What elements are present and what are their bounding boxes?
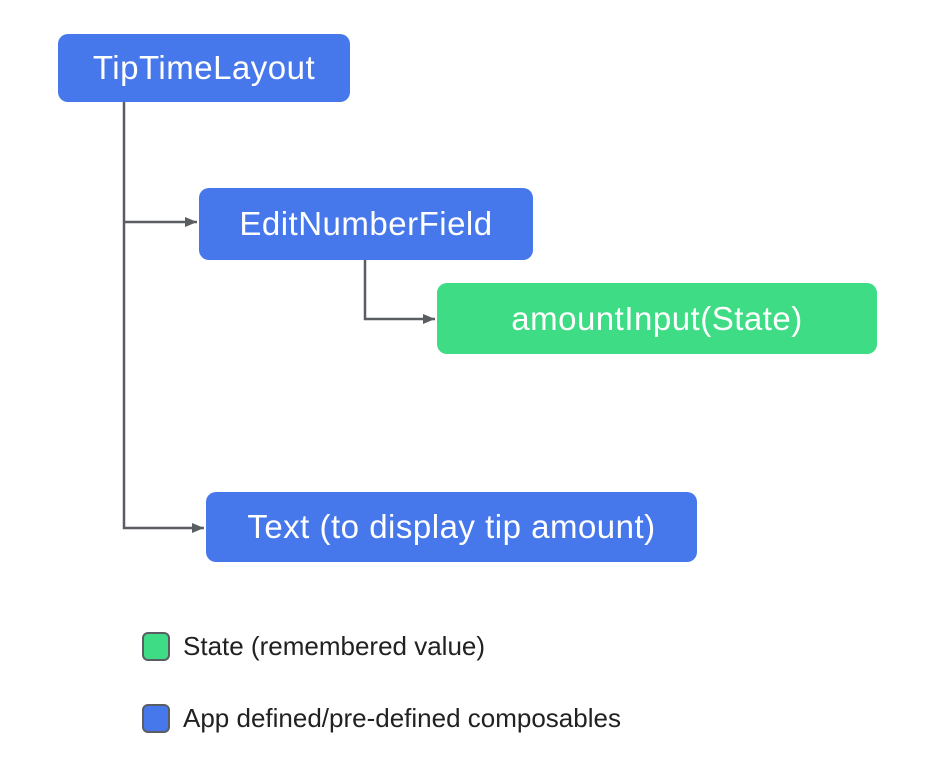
legend-item-state-label: State (remembered value) bbox=[183, 631, 486, 661]
connector-tiptimelayout-to-text bbox=[122, 102, 204, 533]
node-tiptimelayout-label: TipTimeLayout bbox=[92, 49, 316, 86]
node-amountinput-state-label: amountInput(State) bbox=[511, 299, 803, 337]
node-text-display-tip-amount-label: Text (to display tip amount) bbox=[247, 508, 656, 545]
node-tiptimelayout: TipTimeLayout bbox=[58, 34, 350, 102]
node-amountinput-state: amountInput(State) bbox=[437, 283, 877, 354]
node-editnumberfield-label: EditNumberField bbox=[239, 205, 493, 242]
legend-item-state: State (remembered value) bbox=[142, 631, 485, 662]
legend-item-composables: App defined/pre-defined composables bbox=[142, 703, 621, 734]
legend-swatch-composable-blue bbox=[142, 704, 170, 733]
node-text-display-tip-amount: Text (to display tip amount) bbox=[206, 492, 697, 562]
legend-swatch-state-green bbox=[142, 632, 170, 661]
node-editnumberfield: EditNumberField bbox=[199, 188, 533, 260]
legend-item-composables-label: App defined/pre-defined composables bbox=[183, 703, 621, 733]
connector-editnumberfield-to-amountinput bbox=[363, 260, 435, 324]
